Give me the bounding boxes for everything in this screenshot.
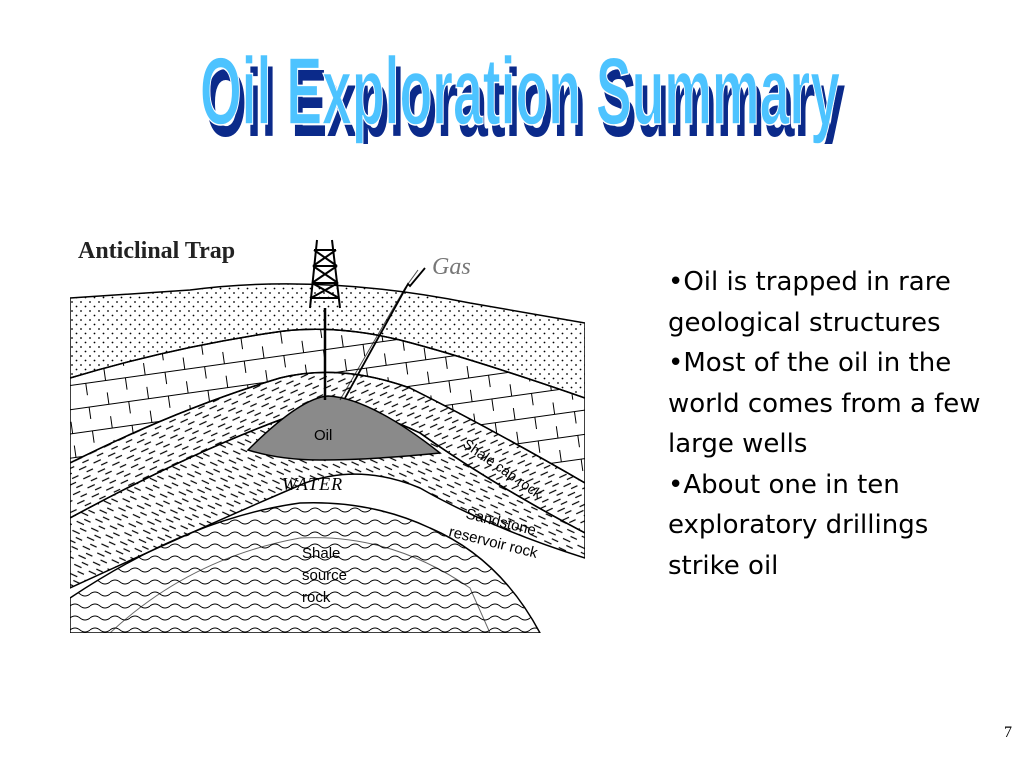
- source-label-line3: rock: [302, 589, 331, 606]
- anticlinal-trap-diagram: Anticlinal Trap Gas Oil WATER Shale cap …: [70, 228, 585, 633]
- oil-pool: [246, 395, 442, 461]
- title-shadow: Oil Exploration Summary: [205, 50, 845, 144]
- bullet-item-2: Most of the oil in the world comes from …: [668, 343, 988, 465]
- water-label: WATER: [282, 474, 343, 494]
- source-label-line2: source: [302, 567, 347, 584]
- title-wordart: Oil Exploration Summary Oil Exploration …: [199, 37, 845, 144]
- drilling-derrick-icon: [309, 239, 341, 400]
- bullet-item-3: About one in ten exploratory drillings s…: [668, 465, 988, 587]
- diagram-heading: Anticlinal Trap: [78, 238, 235, 264]
- diagram-drawing: Anticlinal Trap Gas Oil WATER Shale cap …: [70, 238, 585, 633]
- page-number: 7: [1004, 724, 1012, 741]
- slide-title: Oil Exploration Summary Oil Exploration …: [170, 24, 870, 144]
- oil-label: Oil: [314, 427, 332, 444]
- reservoir-rock-layer: [70, 410, 585, 589]
- gas-label: Gas: [432, 254, 471, 280]
- shale-source-rock: [70, 501, 541, 633]
- source-label-line1: Shale: [302, 545, 340, 562]
- bullet-list: Oil is trapped in rare geological struct…: [668, 262, 988, 586]
- gas-pointer: [344, 267, 426, 399]
- bullet-item-1: Oil is trapped in rare geological struct…: [668, 262, 988, 343]
- title-text: Oil Exploration Summary: [200, 38, 840, 144]
